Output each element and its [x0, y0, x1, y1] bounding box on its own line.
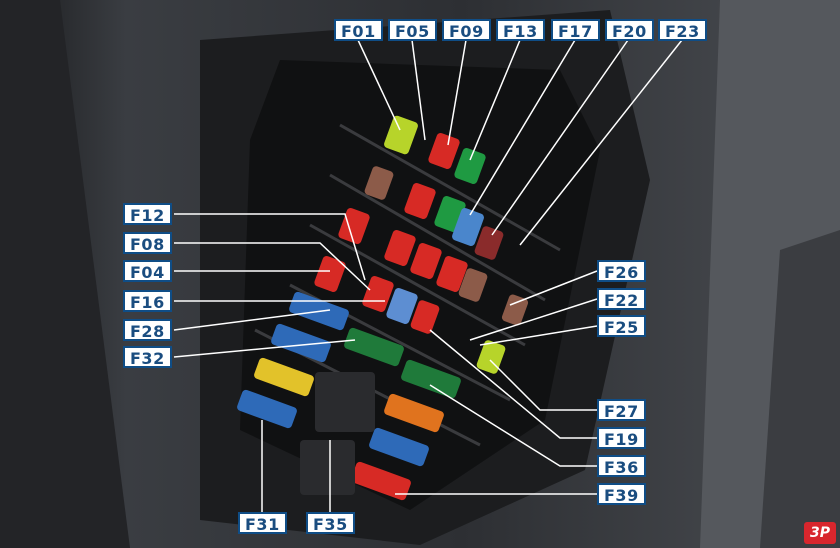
label-f28: F28	[123, 319, 172, 341]
label-f36: F36	[597, 455, 646, 477]
label-f26: F26	[597, 260, 646, 282]
label-f27: F27	[597, 399, 646, 421]
label-f17: F17	[551, 19, 600, 41]
label-f04: F04	[123, 260, 172, 282]
publisher-badge: 3P	[804, 522, 836, 544]
label-f16: F16	[123, 290, 172, 312]
label-f22: F22	[597, 288, 646, 310]
label-f31: F31	[238, 512, 287, 534]
label-f20: F20	[605, 19, 654, 41]
label-f25: F25	[597, 315, 646, 337]
label-f35: F35	[306, 512, 355, 534]
leader-lines	[173, 39, 683, 512]
label-f13: F13	[496, 19, 545, 41]
label-f12: F12	[123, 203, 172, 225]
label-f09: F09	[442, 19, 491, 41]
label-f08: F08	[123, 232, 172, 254]
label-f39: F39	[597, 483, 646, 505]
label-f32: F32	[123, 346, 172, 368]
label-f19: F19	[597, 427, 646, 449]
label-f23: F23	[658, 19, 707, 41]
fuses-group	[237, 115, 529, 501]
label-f01: F01	[334, 19, 383, 41]
label-f05: F05	[388, 19, 437, 41]
